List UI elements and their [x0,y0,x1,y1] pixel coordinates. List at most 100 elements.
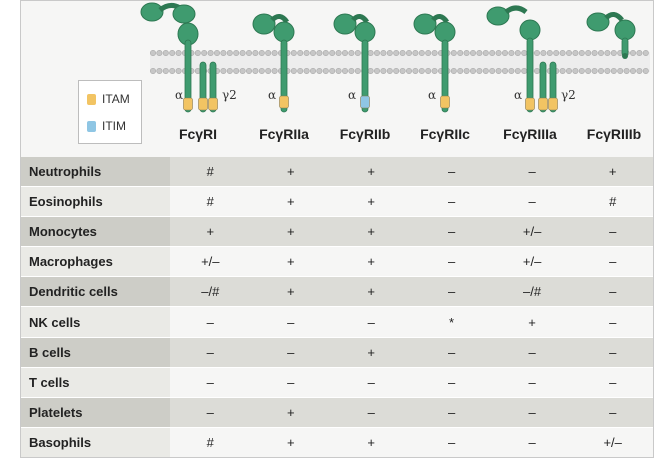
membrane-head-upper [508,49,515,56]
receptor-label-fcgriia: FcγRIIa [259,126,309,142]
membrane-head-lower [303,68,310,75]
membrane-head-lower [246,68,253,75]
expression-value: – [411,426,492,457]
membrane-head-upper [540,49,547,56]
membrane-head-upper [431,49,438,56]
membrane-head-upper [265,49,272,56]
membrane-head-lower [175,68,182,75]
membrane-head-lower [309,68,316,75]
membrane-head-upper [495,49,502,56]
expression-value: + [250,246,331,277]
membrane-head-upper [194,49,201,56]
expression-value: +/– [169,246,251,277]
expression-value: – [411,336,492,368]
expression-value: – [411,246,492,277]
expression-value: + [330,246,412,277]
receptor-stalk [441,39,449,113]
membrane-head-lower [508,68,515,75]
membrane-head-upper [405,49,412,56]
membrane-head-lower [425,68,432,75]
expression-value: – [572,276,653,307]
itam-swatch [87,93,96,105]
cell-type-label: Macrophages [21,246,170,277]
expression-value: + [330,336,412,368]
membrane-head-lower [399,68,406,75]
expression-value: – [572,216,653,247]
cell-type-label: NK cells [21,306,170,338]
membrane-head-upper [252,49,259,56]
expression-value: + [250,396,331,428]
membrane-head-lower [565,68,572,75]
membrane-head-lower [297,68,304,75]
ig-domain [333,13,357,35]
gpi-anchor [622,53,628,59]
chain-alpha-label: α [428,88,436,102]
membrane-head-lower [380,68,387,75]
expression-value: – [411,396,492,428]
membrane-head-lower [642,68,649,75]
expression-value: + [250,426,331,457]
ig-domain [614,19,636,41]
membrane-head-upper [585,49,592,56]
expression-value: –/# [491,276,573,307]
receptor-label-fcgriiia: FcγRIIIa [503,126,557,142]
membrane-head-upper [303,49,310,56]
table-row: Basophils#++––+/– [21,426,653,457]
expression-value: – [491,426,573,457]
cell-type-label: Basophils [21,426,170,457]
table-row: Eosinophils#++––# [21,186,653,217]
membrane-head-lower [258,68,265,75]
membrane-head-lower [610,68,617,75]
membrane-head-upper [150,49,157,56]
expression-value: – [572,336,653,368]
expression-value: +/– [491,246,573,277]
table-row: T cells–––––– [21,366,653,398]
domain-linker [270,14,290,24]
receptor-stalk [280,39,288,113]
membrane-head-lower [169,68,176,75]
expression-value: – [169,336,251,368]
itam-motif [525,97,535,111]
expression-value: + [250,276,331,307]
table-row: Macrophages+/–++–+/–– [21,246,653,277]
membrane-head-lower [156,68,163,75]
itam-motif [198,97,208,111]
chain-alpha-label: α [514,88,522,102]
membrane-head-upper [354,49,361,56]
ig-domain [519,19,541,41]
cell-type-label: B cells [21,336,170,368]
membrane-head-lower [367,68,374,75]
expression-value: – [572,246,653,277]
membrane-head-upper [246,49,253,56]
membrane-head-upper [373,49,380,56]
membrane-head-upper [322,49,329,56]
receptor-label-fcgriiib: FcγRIIIb [586,126,642,142]
membrane-head-upper [169,49,176,56]
legend-item-itam: ITAM [87,92,130,106]
expression-value: – [169,366,251,398]
membrane-head-lower [636,68,643,75]
membrane-head-upper [233,49,240,56]
itam-motif [548,97,558,111]
receptor-label-fcgriic: FcγRIIc [420,126,470,142]
receptor-stalk [361,39,369,113]
membrane-head-upper [559,49,566,56]
domain-linker [504,5,528,15]
membrane-head-lower [501,68,508,75]
expression-value: – [250,306,331,338]
membrane-head-upper [162,49,169,56]
membrane-head-lower [476,68,483,75]
membrane-head-upper [412,49,419,56]
membrane-head-upper [316,49,323,56]
membrane-head-upper [553,49,560,56]
itam-motif [208,97,218,111]
expression-value: # [169,157,251,187]
chain-alpha-label: α [268,88,276,102]
membrane-head-lower [591,68,598,75]
membrane-head-lower [623,68,630,75]
legend-label-itam: ITAM [102,92,130,106]
membrane-head-upper [514,49,521,56]
receptor-stalk [526,37,534,113]
membrane-head-lower [431,68,438,75]
